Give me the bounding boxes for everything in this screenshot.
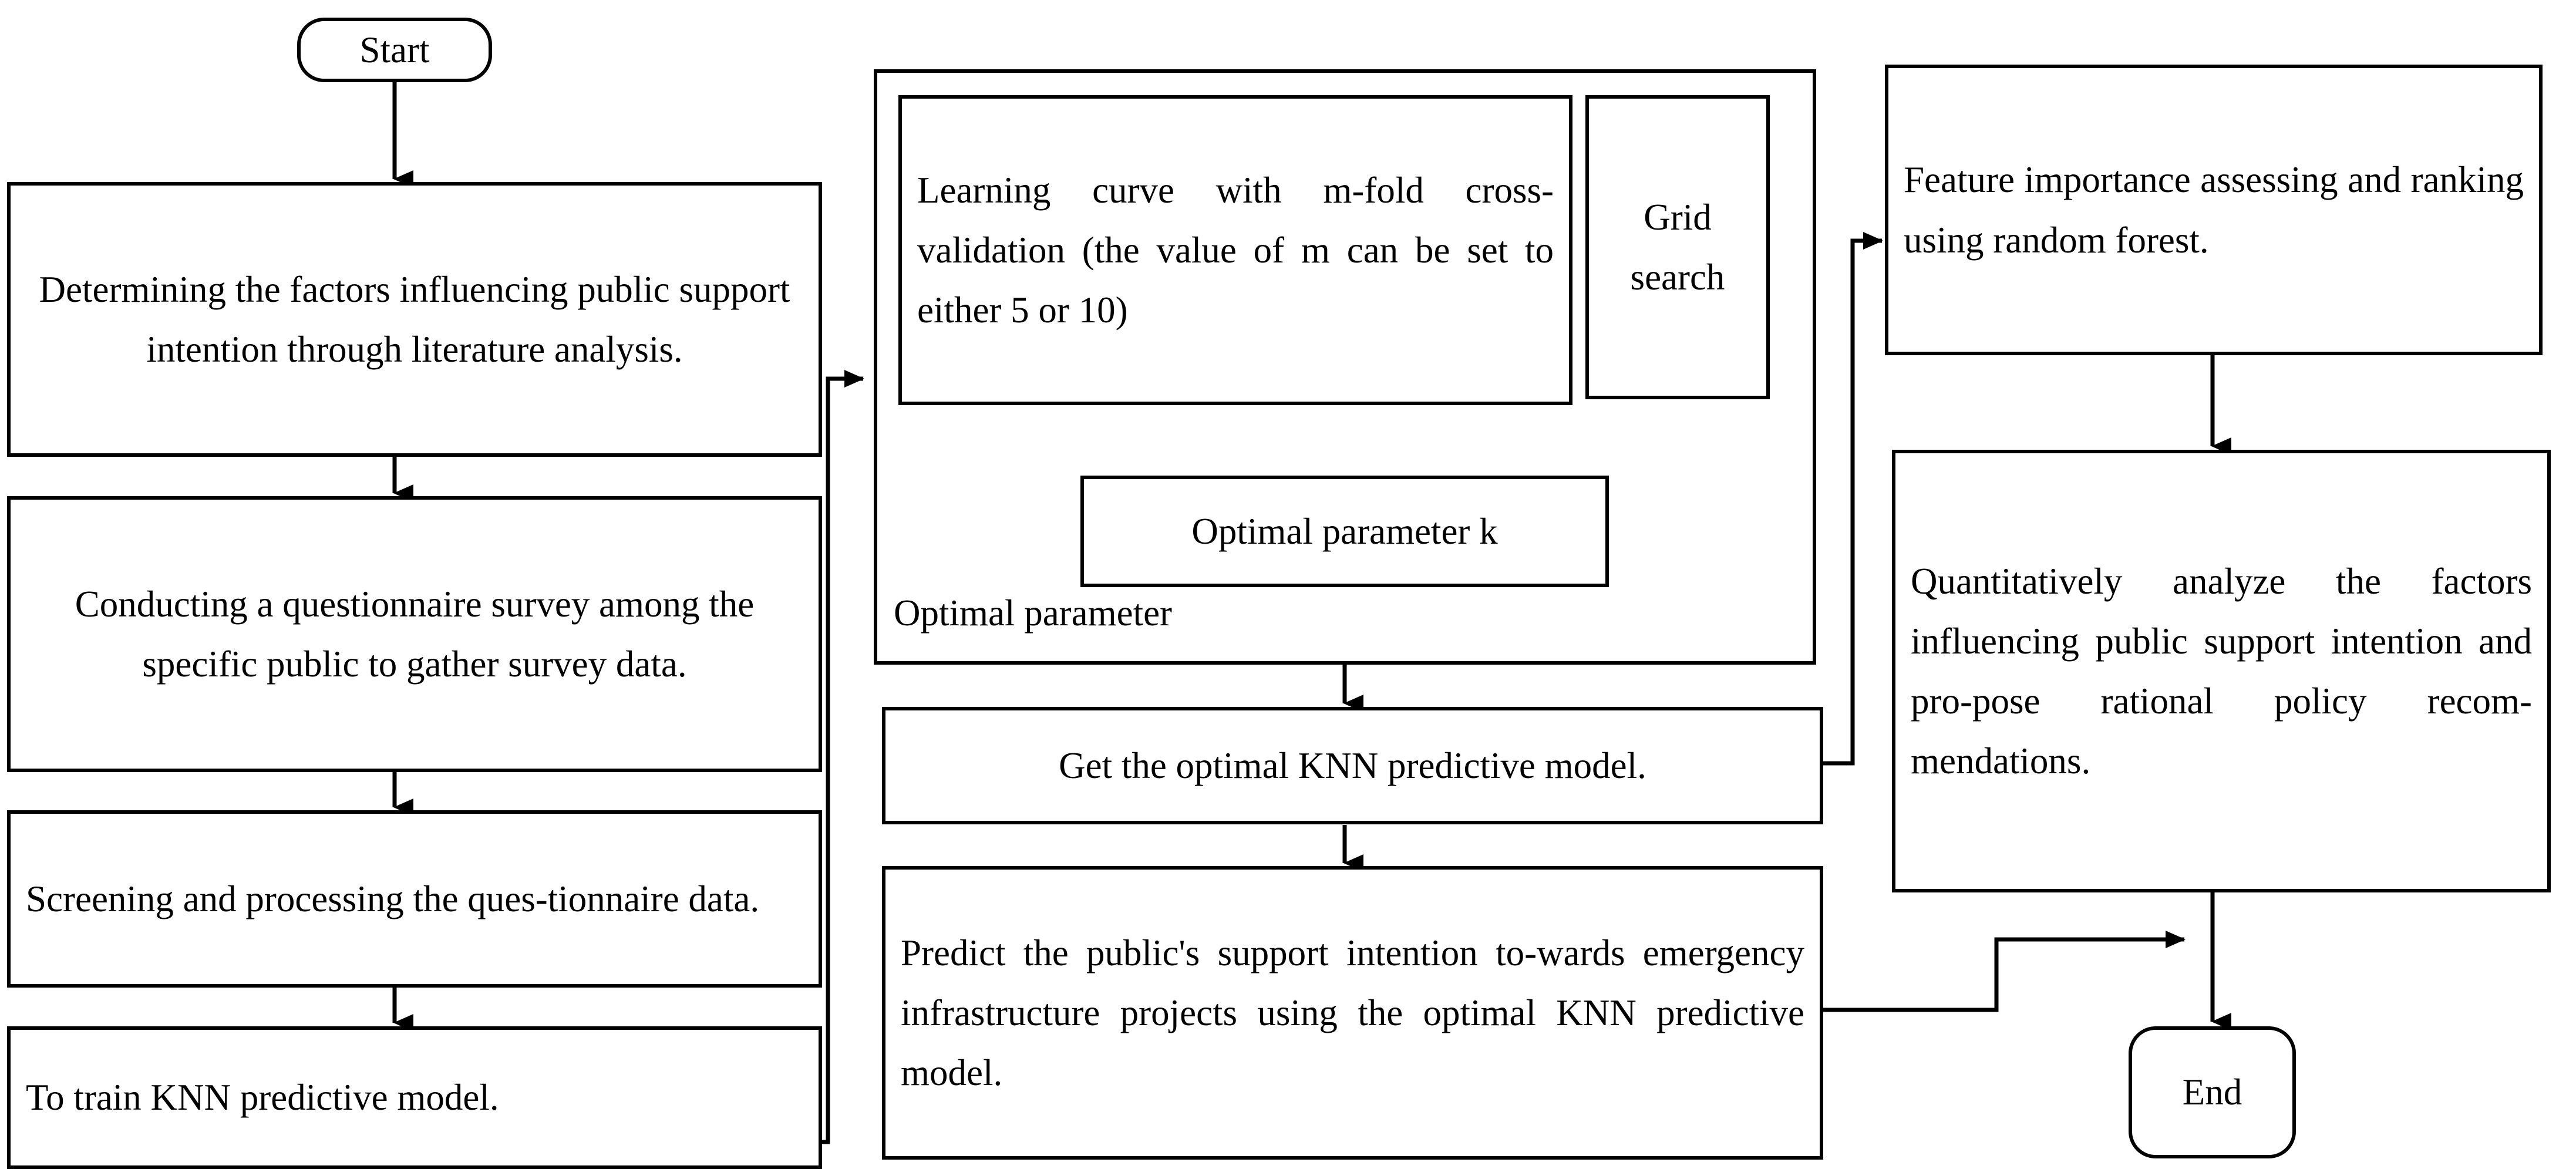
node-questionnaire-survey-label: Conducting a questionnaire survey among … — [75, 583, 755, 685]
node-questionnaire-survey[interactable]: Conducting a questionnaire survey among … — [7, 496, 822, 772]
node-predict-support-label: Predict the public's support intention t… — [901, 932, 1804, 1094]
node-predict-support[interactable]: Predict the public's support intention t… — [882, 866, 1823, 1160]
node-learning-curve[interactable]: Learning curve with m-fold cross-validat… — [898, 95, 1572, 405]
group-optimal-parameter-label: Optimal parameter — [894, 592, 1173, 634]
node-train-knn-label: To train KNN predictive model. — [26, 1077, 499, 1119]
node-grid-search-label: Grid search — [1630, 196, 1725, 298]
node-learning-curve-label: Learning curve with m-fold cross-validat… — [917, 169, 1554, 331]
node-screening-processing[interactable]: Screening and processing the ques-tionna… — [7, 810, 822, 988]
node-start-label: Start — [359, 29, 430, 70]
edge-get-model-to-feature-importance — [1823, 232, 1883, 766]
node-determine-factors-label: Determining the factors influencing publ… — [39, 268, 790, 370]
node-get-optimal-model[interactable]: Get the optimal KNN predictive model. — [882, 707, 1823, 824]
node-determine-factors[interactable]: Determining the factors influencing publ… — [7, 182, 822, 457]
node-end-label: End — [2182, 1072, 2242, 1113]
node-optimal-parameter-k-label: Optimal parameter k — [1191, 510, 1498, 552]
node-end[interactable]: End — [2129, 1026, 2296, 1158]
node-get-optimal-model-label: Get the optimal KNN predictive model. — [1059, 744, 1646, 786]
node-quantitative-analysis[interactable]: Quantitatively analyze the factors influ… — [1892, 450, 2551, 892]
node-start[interactable]: Start — [297, 18, 492, 82]
edge-train-knn-to-optimal-parameter-group — [822, 370, 864, 1144]
node-quantitative-analysis-label: Quantitatively analyze the factors influ… — [1911, 560, 2532, 782]
node-screening-processing-label: Screening and processing the ques-tionna… — [26, 878, 760, 919]
node-feature-importance[interactable]: Feature importance assessing and ranking… — [1885, 65, 2543, 355]
edge-predict-to-end — [1823, 931, 2186, 1012]
node-feature-importance-label: Feature importance assessing and ranking… — [1904, 159, 2524, 261]
node-grid-search[interactable]: Grid search — [1585, 95, 1770, 399]
node-train-knn[interactable]: To train KNN predictive model. — [7, 1026, 822, 1169]
node-optimal-parameter-k[interactable]: Optimal parameter k — [1080, 476, 1609, 587]
